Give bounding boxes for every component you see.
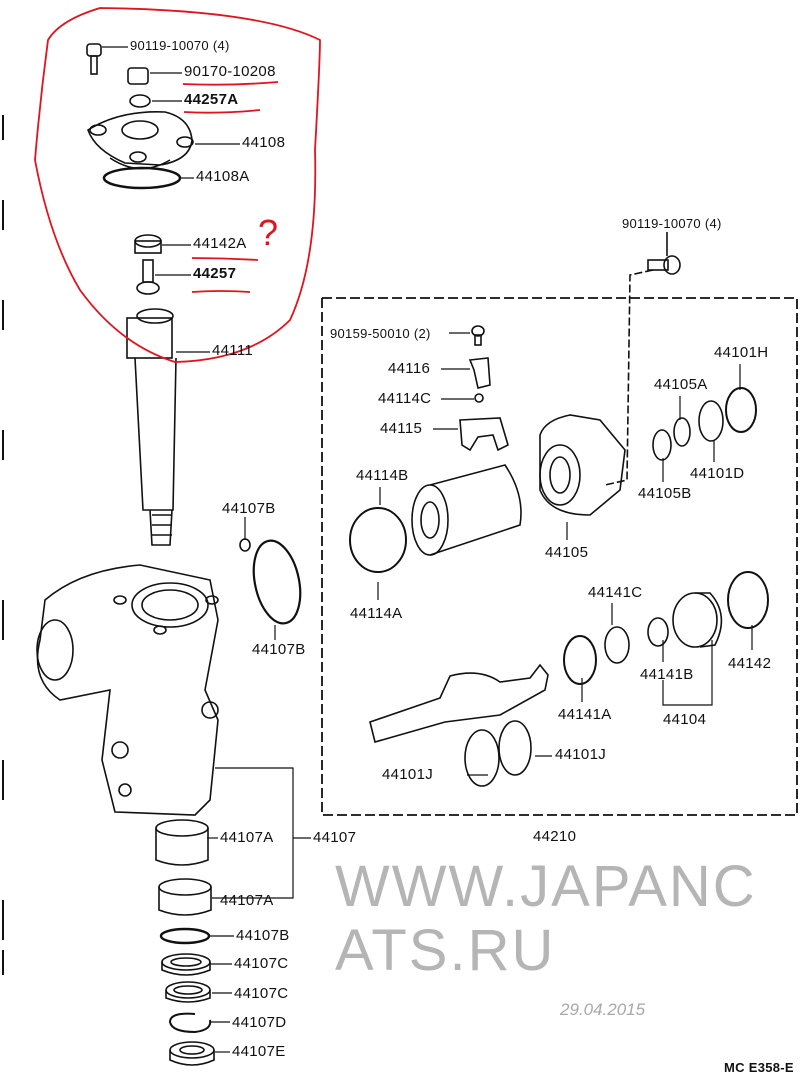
bolt-dash-line [604, 269, 654, 486]
nut-142-icon [727, 571, 769, 629]
seal-d-icon [698, 400, 724, 442]
leader-lines [102, 46, 311, 1053]
housing-icon [539, 414, 626, 516]
label-bearing-set: 44107 [313, 829, 357, 846]
watermark-date: 29.04.2015 [560, 1000, 646, 1019]
washer-icon [129, 94, 151, 108]
top-bolt-icon [86, 43, 102, 75]
gear-housing-icon [36, 564, 219, 816]
cylinder-icon [411, 464, 522, 556]
plug-icon [134, 234, 162, 254]
clip-icon [468, 357, 491, 389]
label-washer-44257a: 44257A [184, 91, 239, 108]
label-ring-114a: 44114A [350, 605, 403, 622]
label-oring-105a: 44105A [654, 376, 708, 393]
label-housing: 44105 [545, 544, 589, 561]
label-oring-large: 44107B [252, 641, 306, 658]
oring-105a-icon [673, 417, 691, 447]
oring-105b-icon [652, 429, 672, 461]
label-ring-j1: 44101J [382, 766, 434, 783]
label-guide: 44115 [380, 420, 423, 437]
bearing-upper-icon [155, 819, 209, 866]
label-ring-114b: 44114B [356, 467, 409, 484]
figure-code: MC E358-E [724, 1060, 794, 1075]
label-ball: 44114C [378, 390, 432, 407]
valve-assy-border [321, 297, 798, 816]
label-bearing-141c: 44141C [588, 584, 643, 601]
snap-ring-icon [168, 1012, 212, 1034]
ring-114b-icon [349, 507, 407, 573]
label-oring-105b: 44105B [638, 485, 692, 502]
leader-lines-right [377, 332, 753, 776]
seal-141b-icon [647, 617, 669, 647]
cover-icon [87, 111, 194, 170]
seal-c2-icon [165, 981, 211, 1003]
question-mark-annotation: ? [258, 212, 279, 253]
bearing-141c-icon [604, 626, 630, 664]
label-valve-assy: 44210 [533, 828, 577, 845]
seal-e-icon [169, 1041, 215, 1066]
label-ring-j2: 44101J [555, 746, 607, 763]
adjust-screw-icon [136, 259, 160, 295]
label-seal-d: 44101D [690, 465, 745, 482]
label-top-bolt: 90119-10070 (4) [130, 38, 230, 53]
label-bearing-lower: 44107A [220, 892, 274, 909]
right-bolt-icon [647, 232, 681, 275]
label-seal-c1: 44107C [234, 955, 289, 972]
screw-icon [471, 325, 485, 346]
label-screw: 90159-50010 (2) [330, 326, 431, 341]
guide-icon [459, 417, 509, 452]
label-seal-c2: 44107C [234, 985, 289, 1002]
seal-h-icon [725, 387, 757, 433]
label-seal-e: 44107E [232, 1043, 286, 1060]
label-shaft: 44111 [212, 342, 253, 359]
oring-bottom-icon [159, 927, 211, 945]
label-oring-small: 44107B [222, 500, 276, 517]
label-nut: 90170-10208 [184, 63, 276, 80]
label-right-bolt: 90119-10070 (4) [622, 216, 722, 231]
red-annotations [34, 7, 321, 363]
pinion-shaft-icon [369, 663, 549, 743]
label-seal-141b: 44141B [640, 666, 694, 683]
bearing-lower-icon [158, 878, 212, 916]
label-nut-142: 44142 [728, 655, 772, 672]
oring-141a-icon [563, 635, 597, 685]
oring-large-icon [252, 539, 302, 625]
label-adjust-screw: 44257 [193, 265, 237, 282]
seal-c1-icon [161, 953, 211, 976]
label-bearing-upper: 44107A [220, 829, 274, 846]
label-clip: 44116 [388, 360, 431, 377]
label-cover-oring: 44108A [196, 168, 250, 185]
label-plug: 44142A [193, 235, 247, 252]
label-seal-h: 44101H [714, 344, 769, 361]
label-bearing-kit: 44104 [663, 711, 707, 728]
shaft-icon [126, 308, 177, 546]
bearing-kit-icon [672, 592, 723, 648]
cover-oring-icon [102, 166, 182, 190]
oring-small-icon [239, 538, 251, 552]
label-oring-bottom: 44107B [236, 927, 290, 944]
watermark: WWW.JAPANCATS.RU [335, 854, 757, 983]
ring-j2-icon [498, 720, 532, 776]
label-snap-ring: 44107D [232, 1014, 287, 1031]
nut-icon [127, 67, 149, 85]
ring-j1-icon [464, 729, 500, 787]
ball-icon [474, 393, 484, 403]
label-cover: 44108 [242, 134, 286, 151]
label-oring-141a: 44141A [558, 706, 612, 723]
